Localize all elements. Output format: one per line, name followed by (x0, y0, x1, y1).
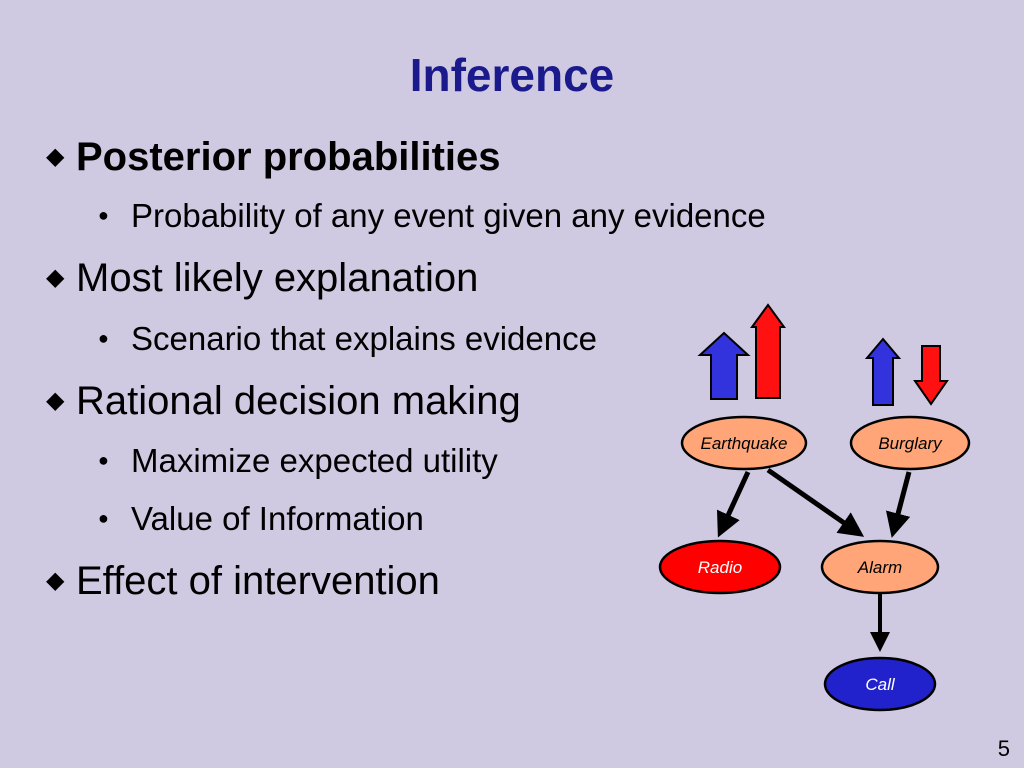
diamond-bullet-icon: ◆ (46, 387, 65, 414)
page-number: 5 (997, 736, 1010, 761)
up-arrow-blue-burglary-icon (864, 337, 902, 406)
sub-bullet-item: ● Probability of any event given any evid… (98, 199, 766, 232)
sub-bullet-item: ● Maximize expected utility (98, 444, 498, 477)
node-burglary: Burglary (849, 415, 971, 471)
bullet-item: ◆ Effect of intervention (46, 561, 440, 601)
node-label-burglary: Burglary (878, 434, 943, 453)
up-arrow-blue-earthquake-icon (697, 331, 751, 400)
dot-bullet-icon: ● (98, 450, 109, 470)
bullet-item: ◆ Most likely explanation (46, 258, 478, 298)
node-label-radio: Radio (698, 558, 742, 577)
edge-earthquake-radio (716, 470, 751, 538)
edge-burglary-alarm (885, 471, 912, 538)
bullet-list: ◆ Posterior probabilities ● Probability of… (46, 137, 766, 601)
node-alarm: Alarm (820, 539, 940, 595)
dot-bullet-icon: ● (98, 508, 109, 528)
sub-bullet-item: ● Scenario that explains evidence (98, 322, 597, 355)
sub-bullet-text: Scenario that explains evidence (131, 320, 597, 357)
bullet-text: Effect of intervention (76, 559, 440, 603)
bullet-item: ◆ Rational decision making (46, 381, 521, 421)
bullet-text: Most likely explanation (76, 256, 479, 300)
bullet-item: ◆ Posterior probabilities (46, 137, 501, 177)
dot-bullet-icon: ● (98, 205, 109, 225)
diamond-bullet-icon: ◆ (46, 567, 65, 594)
bayes-network-diagram: Earthquake Burglary Radio Alarm Call (658, 303, 971, 712)
sub-bullet-text: Maximize expected utility (131, 442, 498, 479)
node-label-earthquake: Earthquake (701, 434, 788, 453)
sub-bullet-text: Probability of any event given any evide… (131, 197, 766, 234)
node-earthquake: Earthquake (680, 415, 808, 471)
diamond-bullet-icon: ◆ (46, 143, 65, 170)
edge-earthquake-alarm (766, 467, 865, 537)
sub-bullet-text: Value of Information (131, 500, 424, 537)
up-arrow-red-earthquake-icon (750, 303, 786, 399)
dot-bullet-icon: ● (98, 328, 109, 348)
node-label-alarm: Alarm (857, 558, 902, 577)
node-radio: Radio (658, 539, 782, 595)
bullet-text: Rational decision making (76, 379, 521, 423)
bullet-text: Posterior probabilities (76, 135, 501, 179)
sub-bullet-item: ● Value of Information (98, 502, 424, 535)
down-arrow-red-burglary-icon (913, 345, 949, 406)
slide-title: Inference (409, 49, 615, 101)
node-label-call: Call (865, 675, 896, 694)
diamond-bullet-icon: ◆ (46, 264, 65, 291)
node-call: Call (823, 656, 937, 712)
